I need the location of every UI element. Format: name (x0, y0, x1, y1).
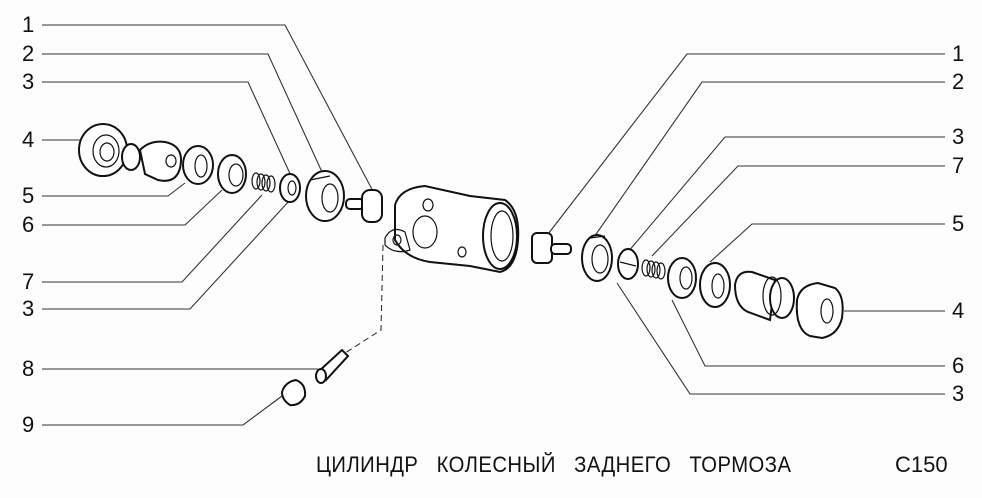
callout-right-3: 3 (952, 124, 965, 149)
part-cup-right (667, 257, 697, 299)
part-stop-nut-left (305, 170, 345, 222)
callout-left-2: 2 (22, 41, 35, 66)
right-leader-lines (544, 53, 945, 395)
diagram-title: ЦИЛИНДР КОЛЕСНЫЙ ЗАДНЕГО ТОРМОЗА (316, 452, 792, 477)
callout-left-9: 9 (22, 412, 35, 437)
diagram-code: С150 (895, 452, 948, 477)
part-stop-nut-right (581, 234, 613, 282)
part-bleeder-screw (315, 348, 350, 384)
part-spring-left (251, 172, 276, 193)
part-piston-right (733, 270, 795, 322)
part-cylinder-body (384, 184, 520, 274)
part-boot-right (795, 281, 844, 340)
callout-left-5: 5 (22, 183, 35, 208)
callout-left-8: 8 (22, 356, 35, 381)
callout-right-2: 2 (952, 69, 965, 94)
callout-left-3: 3 (22, 69, 35, 94)
part-piston-left (121, 140, 182, 182)
callout-left-4: 4 (22, 127, 35, 152)
callout-left-6: 6 (22, 212, 35, 237)
callout-left-7: 7 (22, 269, 35, 294)
callout-right-1: 1 (952, 41, 965, 66)
part-cup-left (217, 154, 247, 194)
part-pin-right (531, 232, 572, 264)
left-leader-lines (42, 24, 376, 426)
part-boot-left (78, 123, 128, 177)
callout-right-7: 7 (952, 153, 965, 178)
part-spring-right (641, 259, 666, 280)
part-seal-left (182, 145, 214, 185)
part-seal-right (699, 262, 731, 308)
callout-right-5: 5 (952, 211, 965, 236)
part-bleeder-cap (280, 378, 307, 407)
callout-right-3b: 3 (952, 381, 965, 406)
part-ring-left (279, 173, 301, 203)
assembly-line-bleeder (341, 244, 384, 356)
callout-left-3b: 3 (22, 296, 35, 321)
part-pin-left (345, 189, 383, 223)
callout-left-1: 1 (22, 12, 35, 37)
callout-right-6: 6 (952, 353, 965, 378)
part-ring-right (617, 248, 639, 280)
callout-right-4: 4 (952, 298, 965, 323)
